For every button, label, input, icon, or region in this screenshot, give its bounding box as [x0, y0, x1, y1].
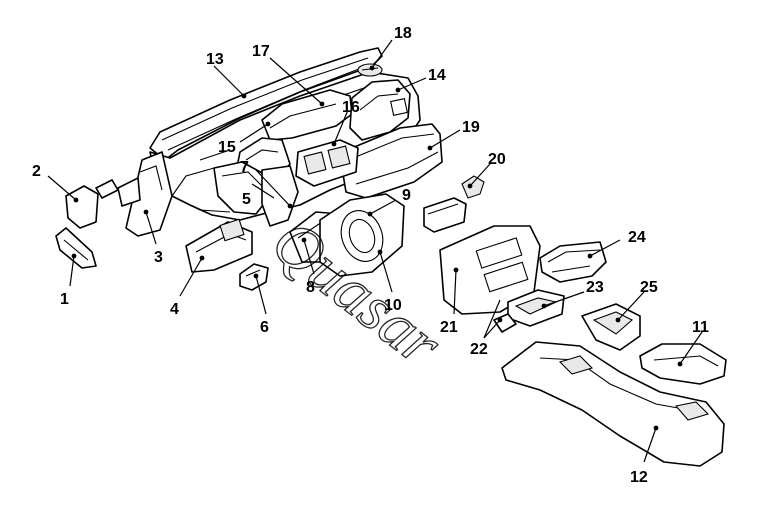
callout-labels: 1 2 3 4 5 6 7 8 9 10 11 12 13 14 15 16 1…: [32, 25, 709, 486]
part-3-left-lower-panel: [117, 151, 173, 237]
callout-21: 21: [440, 319, 458, 336]
callout-24: 24: [628, 229, 646, 246]
callout-13: 13: [206, 51, 224, 68]
leader-lines: [47, 39, 703, 463]
callout-4: 4: [170, 301, 179, 318]
part-19-glove-box: [341, 123, 443, 199]
callout-3: 3: [154, 249, 163, 266]
part-control-unit: [423, 197, 467, 233]
callout-15: 15: [218, 139, 236, 156]
part-12-center-console: [501, 341, 725, 467]
callout-1: 1: [60, 291, 69, 308]
callout-17: 17: [252, 43, 270, 60]
callout-20: 20: [488, 151, 506, 168]
callout-18: 18: [394, 25, 412, 42]
parts-layer: [55, 47, 727, 467]
part-14-dash-right-section: [349, 79, 411, 141]
part-18-dash-sensor: [357, 63, 383, 77]
part-20-module: [461, 175, 485, 199]
part-1-left-trim: [55, 227, 97, 269]
callout-12: 12: [630, 469, 648, 486]
callout-6: 6: [260, 319, 269, 336]
callout-19: 19: [462, 119, 480, 136]
callout-11: 11: [692, 319, 709, 336]
part-13-dash-upper-pad: [149, 47, 383, 161]
callout-10: 10: [384, 297, 402, 314]
callout-7: 7: [240, 159, 249, 176]
part-2-left-end-cap: [65, 179, 119, 229]
part-4-knee-panel: [185, 218, 253, 273]
callout-9: 9: [402, 187, 411, 204]
callout-16: 16: [342, 99, 360, 116]
part-9-10-control-bezel: [319, 193, 405, 277]
part-11-armrest: [639, 343, 727, 385]
callout-23: 23: [586, 279, 604, 296]
part-24-bracket: [539, 241, 607, 283]
callout-22: 22: [470, 341, 488, 358]
callout-8: 8: [306, 279, 315, 296]
part-23-shifter-bezel: [507, 289, 565, 327]
callout-14: 14: [428, 67, 446, 84]
callout-2: 2: [32, 163, 41, 180]
callout-5: 5: [242, 191, 251, 208]
callout-25: 25: [640, 279, 658, 296]
part-25-console-tray: [581, 303, 641, 351]
part-16-center-vents: [295, 139, 359, 187]
